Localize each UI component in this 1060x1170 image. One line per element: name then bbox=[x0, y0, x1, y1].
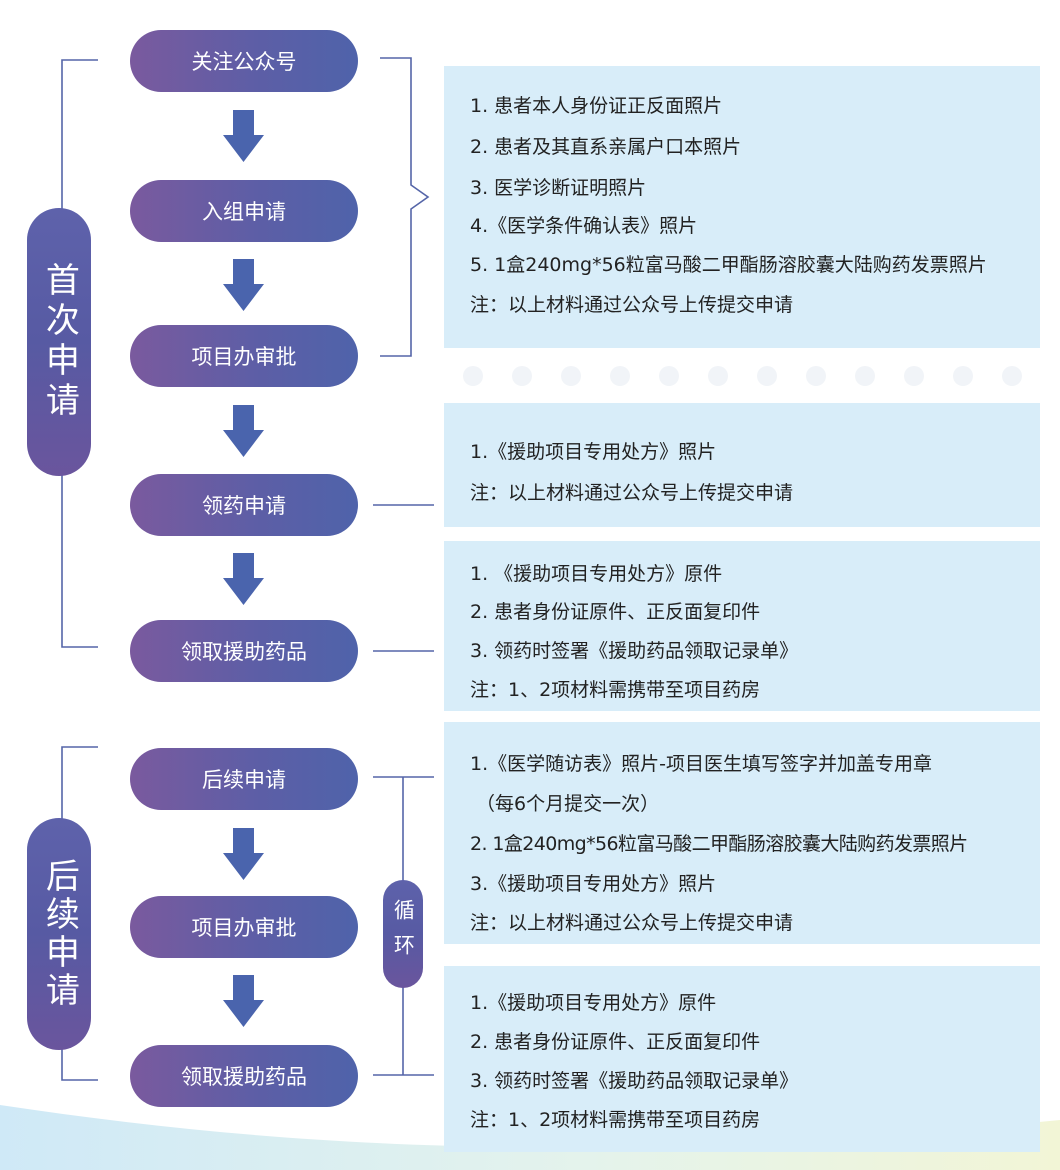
first-application-text: 首次申请 bbox=[39, 262, 80, 422]
arrow-down-icon bbox=[223, 110, 264, 162]
step-label: 项目办审批 bbox=[191, 916, 297, 940]
followup-application-text: 后续申请 bbox=[39, 858, 80, 1010]
info-box-receive-drug bbox=[444, 541, 1040, 711]
dot-divider bbox=[463, 366, 1022, 386]
step-drug-apply: 领药申请 bbox=[130, 474, 358, 536]
arrow-down-icon bbox=[223, 405, 264, 457]
step-label: 领取援助药品 bbox=[181, 640, 307, 664]
step-follow-account: 关注公众号 bbox=[130, 30, 358, 92]
step-label: 领取援助药品 bbox=[181, 1065, 307, 1089]
first-application-label: 首次申请 bbox=[27, 208, 91, 476]
info-box-drug-apply bbox=[444, 403, 1040, 527]
info-line: 注：以上材料通过公众号上传提交申请 bbox=[470, 294, 794, 316]
step-label: 关注公众号 bbox=[191, 50, 297, 74]
steps-1-3-bracket bbox=[380, 57, 430, 357]
step-label: 后续申请 bbox=[202, 768, 286, 792]
info-box-followup-materials bbox=[444, 722, 1040, 944]
info-line: 2. 1盒240mg*56粒富马酸二甲酯肠溶胶囊大陆购药发票照片 bbox=[470, 833, 968, 855]
info-line: 3.《援助项目专用处方》照片 bbox=[470, 873, 717, 895]
info-line: 2. 患者及其直系亲属户口本照片 bbox=[470, 136, 742, 158]
info-line: 1. 患者本人身份证正反面照片 bbox=[470, 95, 723, 117]
step-label: 领药申请 bbox=[202, 494, 286, 518]
arrow-down-icon bbox=[223, 553, 264, 605]
info-line: 3. 医学诊断证明照片 bbox=[470, 177, 647, 199]
step-label: 入组申请 bbox=[202, 200, 286, 224]
arrow-down-icon bbox=[223, 828, 264, 880]
step-enroll-apply: 入组申请 bbox=[130, 180, 358, 242]
info-line: 5. 1盒240mg*56粒富马酸二甲酯肠溶胶囊大陆购药发票照片 bbox=[470, 254, 987, 276]
info-line: 注：1、2项材料需携带至项目药房 bbox=[470, 679, 761, 701]
followup-application-label: 后续申请 bbox=[27, 818, 91, 1050]
info-line: （每6个月提交一次） bbox=[476, 793, 660, 815]
info-line: 注：1、2项材料需携带至项目药房 bbox=[470, 1109, 761, 1131]
info-line: 1.《援助项目专用处方》原件 bbox=[470, 992, 717, 1014]
info-line: 3. 领药时签署《援助药品领取记录单》 bbox=[470, 1070, 799, 1092]
cycle-text: 循环 bbox=[391, 899, 416, 969]
info-line: 4.《医学条件确认表》照片 bbox=[470, 215, 698, 237]
step-label: 项目办审批 bbox=[191, 345, 297, 369]
info-line: 注：以上材料通过公众号上传提交申请 bbox=[470, 482, 794, 504]
info-line: 1. 《援助项目专用处方》原件 bbox=[470, 563, 723, 585]
step-followup-apply: 后续申请 bbox=[130, 748, 358, 810]
info-line: 注：以上材料通过公众号上传提交申请 bbox=[470, 912, 794, 934]
info-box-first-materials bbox=[444, 66, 1040, 348]
info-line: 3. 领药时签署《援助药品领取记录单》 bbox=[470, 640, 799, 662]
info-line: 1.《援助项目专用处方》照片 bbox=[470, 441, 717, 463]
info-line: 2. 患者身份证原件、正反面复印件 bbox=[470, 1031, 761, 1053]
info-line: 2. 患者身份证原件、正反面复印件 bbox=[470, 601, 761, 623]
cycle-label: 循环 bbox=[383, 880, 423, 988]
step-office-approval-2: 项目办审批 bbox=[130, 896, 358, 958]
info-box-receive-drug-2 bbox=[444, 966, 1040, 1152]
step-receive-drug-2: 领取援助药品 bbox=[130, 1045, 358, 1107]
step-office-approval: 项目办审批 bbox=[130, 325, 358, 387]
info-line: 1.《医学随访表》照片-项目医生填写签字并加盖专用章 bbox=[470, 753, 932, 775]
step-receive-drug: 领取援助药品 bbox=[130, 620, 358, 682]
arrow-down-icon bbox=[223, 259, 264, 311]
arrow-down-icon bbox=[223, 975, 264, 1027]
